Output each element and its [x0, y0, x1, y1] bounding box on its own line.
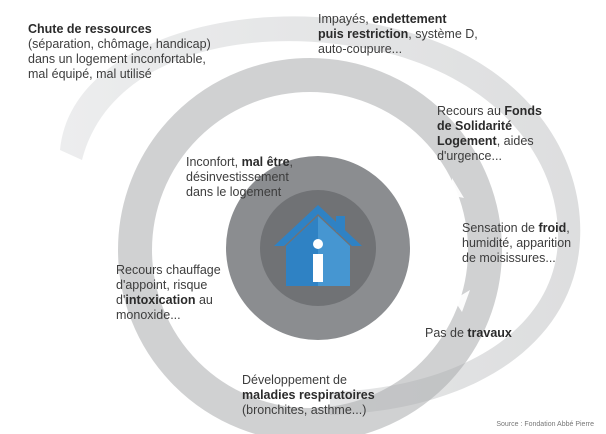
cycle-arrows	[188, 112, 470, 382]
chute-line-2: dans un logement inconfortable,	[28, 52, 206, 66]
chauffage-b: d'appoint, risque	[116, 278, 208, 292]
inner-ring	[118, 58, 502, 434]
impayes-e: auto-coupure...	[318, 42, 403, 56]
fonds-d: Logement	[437, 134, 497, 148]
froid-c: ,	[566, 221, 570, 235]
arrow-icon	[378, 112, 398, 136]
chauffage-c: d'	[116, 293, 126, 307]
arrow-icon	[444, 178, 464, 198]
label-froid: Sensation de froid, humidité, apparition…	[462, 221, 571, 266]
label-travaux: Pas de travaux	[425, 326, 512, 341]
chute-title: Chute de ressources	[28, 22, 152, 36]
chute-line-1: (séparation, chômage, handicap)	[28, 37, 211, 51]
label-chauffage: Recours chauffage d'appoint, risque d'in…	[116, 263, 221, 323]
travaux-a: Pas de	[425, 326, 468, 340]
impayes-b: endettement	[372, 12, 447, 26]
inconfort-d: désinvestissement	[186, 170, 289, 184]
maladies-a: Développement de	[242, 373, 347, 387]
chauffage-d: intoxication	[125, 293, 196, 307]
inconfort-b: mal être	[241, 155, 290, 169]
fonds-c: de Solidarité	[437, 119, 513, 133]
chauffage-f: monoxide...	[116, 308, 181, 322]
impayes-c: puis restriction	[318, 27, 409, 41]
impayes-d: , système D,	[408, 27, 478, 41]
source-caption: Source : Fondation Abbé Pierre	[496, 421, 594, 428]
arrow-icon	[188, 214, 206, 236]
inconfort-a: Inconfort,	[186, 155, 242, 169]
chauffage-a: Recours chauffage	[116, 263, 221, 277]
fonds-a: Recours au	[437, 104, 505, 118]
froid-a: Sensation de	[462, 221, 539, 235]
label-inconfort: Inconfort, mal être, désinvestissement d…	[186, 155, 293, 200]
froid-e: de moisissures...	[462, 251, 556, 265]
inconfort-c: ,	[289, 155, 294, 169]
inconfort-e: dans le logement	[186, 185, 282, 199]
arrow-icon	[372, 362, 392, 382]
fonds-b: Fonds	[504, 104, 542, 118]
label-maladies: Développement de maladies respiratoires …	[242, 373, 375, 418]
maladies-b: maladies respiratoires	[242, 388, 375, 402]
fonds-e: , aides	[496, 134, 534, 148]
arrow-icon	[218, 346, 238, 366]
chauffage-e: au	[195, 293, 213, 307]
arrow-icon	[450, 290, 470, 312]
impayes-a: Impayés,	[318, 12, 373, 26]
maladies-c: (bronchites, asthme...)	[242, 403, 367, 417]
label-chute-ressources: Chute de ressources (séparation, chômage…	[28, 22, 211, 82]
house-icon	[274, 205, 362, 286]
label-fonds-solidarite: Recours au Fonds de Solidarité Logement,…	[437, 104, 542, 164]
froid-b: froid	[538, 221, 567, 235]
fonds-f: d'urgence...	[437, 149, 502, 163]
froid-d: humidité, apparition	[462, 236, 572, 250]
arrow-icon	[238, 144, 260, 164]
travaux-b: travaux	[467, 326, 512, 340]
label-impayes: Impayés, endettement puis restriction, s…	[318, 12, 478, 57]
chute-line-3: mal équipé, mal utilisé	[28, 67, 152, 81]
